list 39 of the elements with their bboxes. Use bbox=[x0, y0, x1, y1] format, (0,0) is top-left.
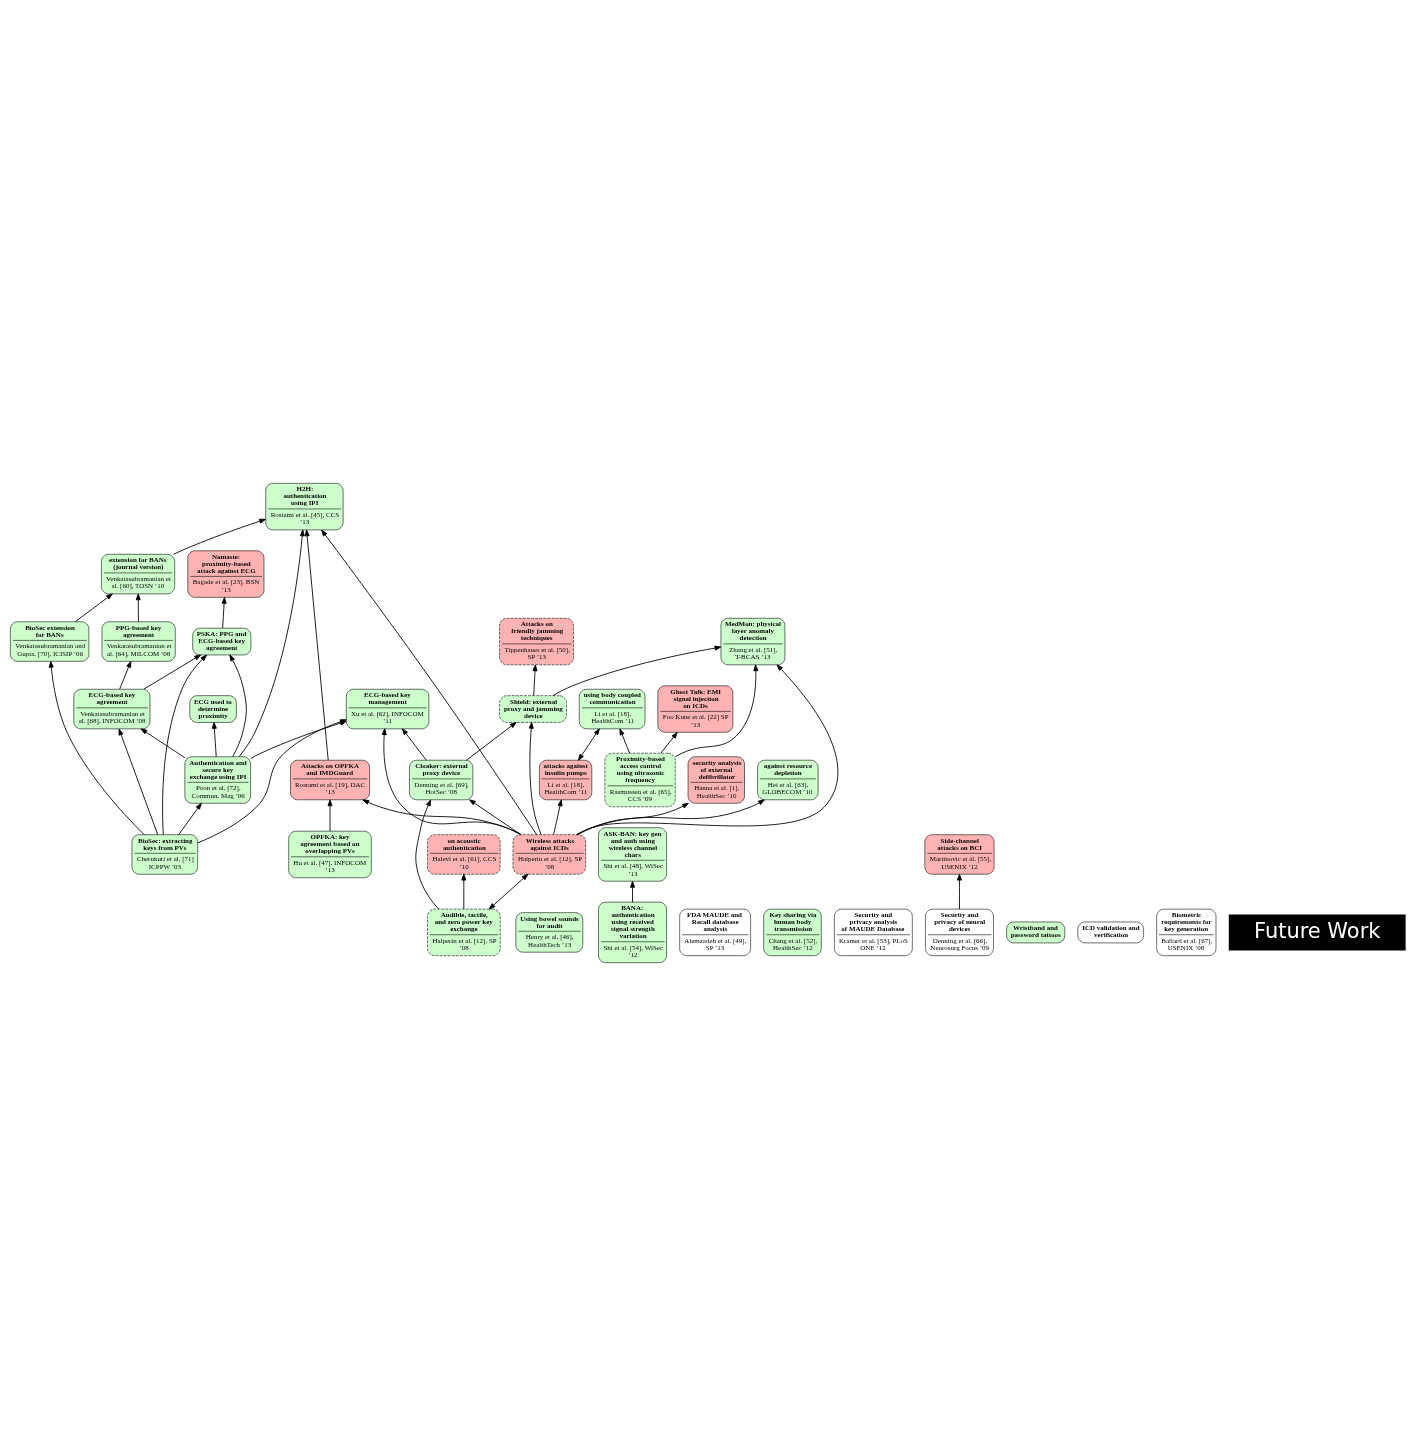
arrow bbox=[327, 798, 333, 832]
arrow bbox=[660, 731, 678, 754]
arrow bbox=[576, 798, 765, 835]
arrow bbox=[528, 721, 542, 835]
arrow bbox=[304, 529, 329, 760]
arrow bbox=[118, 728, 159, 835]
arrow bbox=[415, 799, 439, 909]
arrow bbox=[178, 802, 202, 835]
arrow bbox=[675, 663, 759, 757]
arrow bbox=[140, 727, 186, 758]
arrow bbox=[461, 873, 467, 909]
arrow bbox=[173, 518, 266, 555]
arrow bbox=[229, 654, 247, 757]
arrow bbox=[119, 660, 132, 690]
arrow bbox=[553, 799, 563, 835]
arrow bbox=[321, 529, 537, 835]
arrow bbox=[48, 660, 145, 835]
arrow bbox=[488, 873, 529, 909]
arrow bbox=[469, 798, 522, 835]
arrow bbox=[578, 727, 600, 761]
arrow bbox=[401, 727, 427, 761]
arrow bbox=[75, 593, 113, 622]
arrow bbox=[238, 529, 305, 757]
arrow bbox=[957, 873, 962, 909]
arrow bbox=[630, 880, 635, 903]
arrow bbox=[143, 654, 201, 690]
arrow bbox=[532, 664, 538, 696]
arrow bbox=[577, 802, 689, 835]
arrow bbox=[221, 596, 227, 628]
arrow bbox=[362, 798, 522, 835]
arrow bbox=[135, 593, 141, 622]
arrow bbox=[466, 721, 517, 761]
label: Future Work bbox=[1254, 918, 1381, 943]
arrow bbox=[576, 664, 839, 835]
arrow bbox=[162, 654, 207, 835]
arrow bbox=[619, 728, 631, 754]
arrow bbox=[211, 721, 217, 757]
arrow bbox=[552, 645, 722, 696]
arrow bbox=[381, 727, 522, 835]
